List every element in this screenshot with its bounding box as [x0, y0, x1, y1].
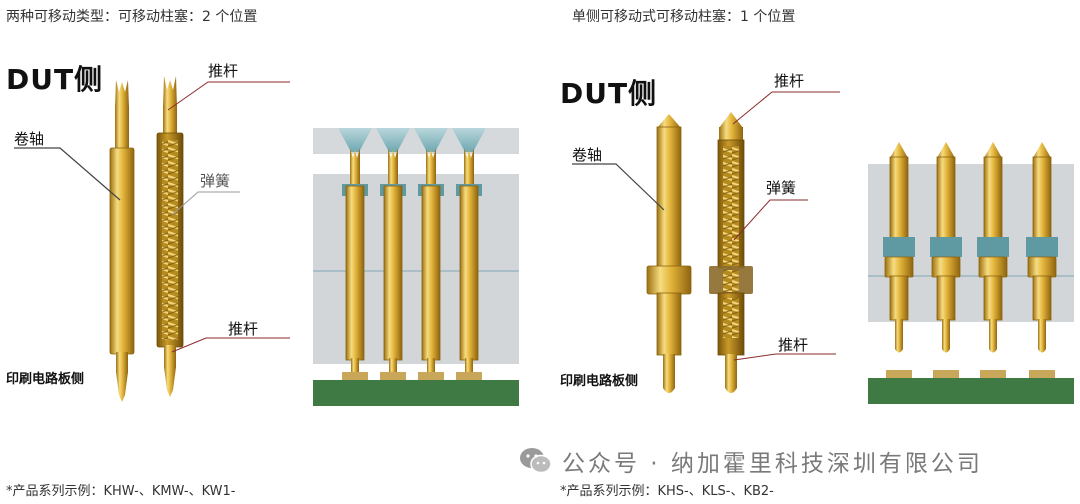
left-fixture-probe [414, 128, 448, 380]
left-footnote: *产品系列示例：KHW-、KMW-、KW1- [6, 484, 236, 499]
left-leader-plunger-top [167, 81, 290, 111]
right-label-plunger-bottom: 推杆 [778, 336, 809, 354]
right-label-spring: 弹簧 [766, 179, 797, 197]
right-fixture-probe [930, 142, 962, 378]
left-fixture-probes [338, 128, 486, 380]
right-dut-label: DUT侧 [560, 77, 658, 110]
right-leader-plunger-bottom [733, 353, 836, 361]
left-fixture-probe [376, 128, 410, 380]
left-fixture-probe [338, 128, 372, 380]
right-heading: 单侧可移动式可移动柱塞：1 个位置 [572, 9, 796, 25]
right-leader-plunger-top [732, 91, 840, 125]
left-leader-barrel [14, 147, 121, 201]
watermark-text: 公众号 · 纳加霍里科技深圳有限公司 [562, 451, 983, 477]
right-footnote: *产品系列示例：KHS-、KLS-、KB2- [560, 484, 774, 499]
left-fixture-probe [452, 128, 486, 380]
left-probe-exterior [109, 80, 135, 402]
right-probe-exterior [646, 114, 692, 393]
right-fixture-probes [883, 142, 1058, 378]
left-leader-spring [171, 191, 240, 216]
left-leader-plunger-bottom [171, 337, 290, 353]
right-fixture-probe [1026, 142, 1058, 378]
right-label-barrel: 卷轴 [572, 146, 603, 164]
right-pcb-side-label: 印刷电路板侧 [560, 374, 639, 389]
right-leader-spring [733, 199, 808, 241]
left-dut-label: DUT侧 [6, 63, 104, 96]
left-pcb-side-label: 印刷电路板侧 [6, 372, 85, 387]
left-label-plunger-bottom: 推杆 [228, 320, 259, 338]
left-heading: 两种可移动类型：可移动柱塞：2 个位置 [6, 9, 258, 25]
right-label-plunger-top: 推杆 [774, 72, 805, 90]
left-label-spring: 弹簧 [200, 172, 231, 190]
left-label-barrel: 卷轴 [14, 130, 45, 148]
left-label-plunger-top: 推杆 [208, 62, 239, 80]
right-fixture-probe [883, 142, 915, 378]
right-probe-cutaway [709, 112, 753, 393]
left-fixture [313, 128, 519, 406]
watermark: 公众号 · 纳加霍里科技深圳有限公司 [518, 444, 983, 478]
right-leader-barrel [572, 163, 665, 211]
right-fixture-probe [977, 142, 1009, 378]
left-probe-cutaway [156, 76, 184, 397]
wechat-icon [520, 448, 552, 474]
